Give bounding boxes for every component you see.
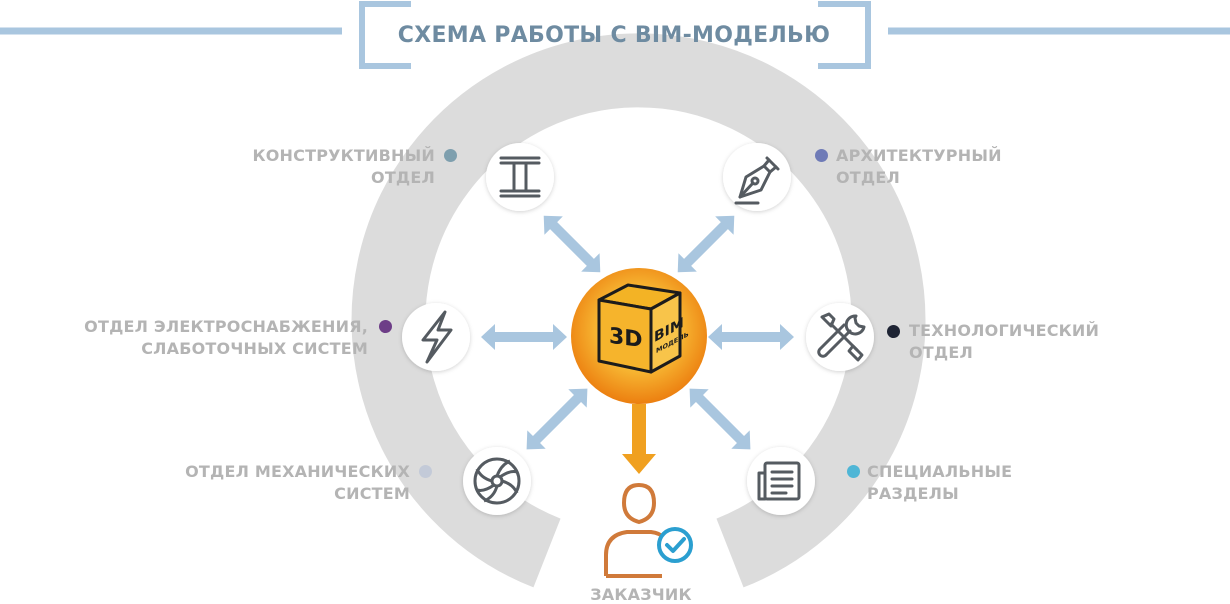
arrow-technological <box>708 324 794 350</box>
label-structural-line1: КОНСТРУКТИВНЫЙ <box>252 146 435 165</box>
label-mechanical: ОТДЕЛ МЕХАНИЧЕСКИХ СИСТЕМ <box>185 461 410 505</box>
label-electrical: ОТДЕЛ ЭЛЕКТРОСНАБЖЕНИЯ, СЛАБОТОЧНЫХ СИСТ… <box>84 316 368 360</box>
tools-icon <box>817 312 866 362</box>
workflow-ring <box>351 33 926 588</box>
dot-structural <box>444 149 457 162</box>
pen-nib-icon <box>734 156 780 205</box>
node-electrical[interactable] <box>402 303 470 371</box>
label-architectural: АРХИТЕКТУРНЫЙ ОТДЕЛ <box>836 145 1002 189</box>
document-icon <box>757 461 801 501</box>
fan-icon <box>473 457 521 505</box>
arrow-structural <box>543 215 601 273</box>
arrow-special <box>689 388 751 450</box>
arrow-architectural <box>677 215 735 273</box>
label-mechanical-line1: ОТДЕЛ МЕХАНИЧЕСКИХ <box>185 462 410 481</box>
bim-model-orb: 3D BIM МОДЕЛЬ <box>571 268 707 404</box>
dot-electrical <box>379 320 392 333</box>
label-special-line1: СПЕЦИАЛЬНЫЕ <box>867 462 1013 481</box>
label-technological-line2: ОТДЕЛ <box>909 343 973 362</box>
arrow-mechanical <box>526 388 588 450</box>
dot-architectural <box>815 149 828 162</box>
label-electrical-line1: ОТДЕЛ ЭЛЕКТРОСНАБЖЕНИЯ, <box>84 317 368 336</box>
dot-special <box>847 465 860 478</box>
title-frame <box>0 1 1230 69</box>
node-special[interactable] <box>747 447 815 515</box>
node-architectural[interactable] <box>723 143 791 211</box>
label-architectural-line1: АРХИТЕКТУРНЫЙ <box>836 146 1002 165</box>
label-special-line2: РАЗДЕЛЫ <box>867 484 959 503</box>
node-mechanical[interactable] <box>463 447 531 515</box>
label-customer: ЗАКАЗЧИК <box>590 585 692 604</box>
dot-technological <box>887 325 900 338</box>
node-technological[interactable] <box>806 303 874 371</box>
department-icons <box>402 143 874 515</box>
connection-arrows <box>481 215 794 450</box>
label-electrical-line2: СЛАБОТОЧНЫХ СИСТЕМ <box>141 339 368 358</box>
cube-label-3d: 3D <box>609 323 643 354</box>
bim-cube-icon: 3D BIM МОДЕЛЬ <box>597 283 689 374</box>
page-title: СХЕМА РАБОТЫ С BIM-МОДЕЛЬЮ <box>397 23 831 48</box>
label-technological-line1: ТЕХНОЛОГИЧЕСКИЙ <box>909 321 1100 340</box>
customer-check-icon <box>604 482 693 578</box>
label-technological: ТЕХНОЛОГИЧЕСКИЙ ОТДЕЛ <box>909 320 1099 364</box>
lightning-icon <box>421 310 453 364</box>
i-beam-icon <box>499 156 541 198</box>
label-structural-line2: ОТДЕЛ <box>371 168 435 187</box>
arrow-electrical <box>481 324 567 350</box>
label-architectural-line2: ОТДЕЛ <box>836 168 900 187</box>
node-structural[interactable] <box>486 143 554 211</box>
label-mechanical-line2: СИСТЕМ <box>334 484 410 503</box>
label-special: СПЕЦИАЛЬНЫЕ РАЗДЕЛЫ <box>867 461 1012 505</box>
label-structural: КОНСТРУКТИВНЫЙ ОТДЕЛ <box>252 145 435 189</box>
arrow-to-customer <box>622 404 656 474</box>
dot-mechanical <box>419 465 432 478</box>
